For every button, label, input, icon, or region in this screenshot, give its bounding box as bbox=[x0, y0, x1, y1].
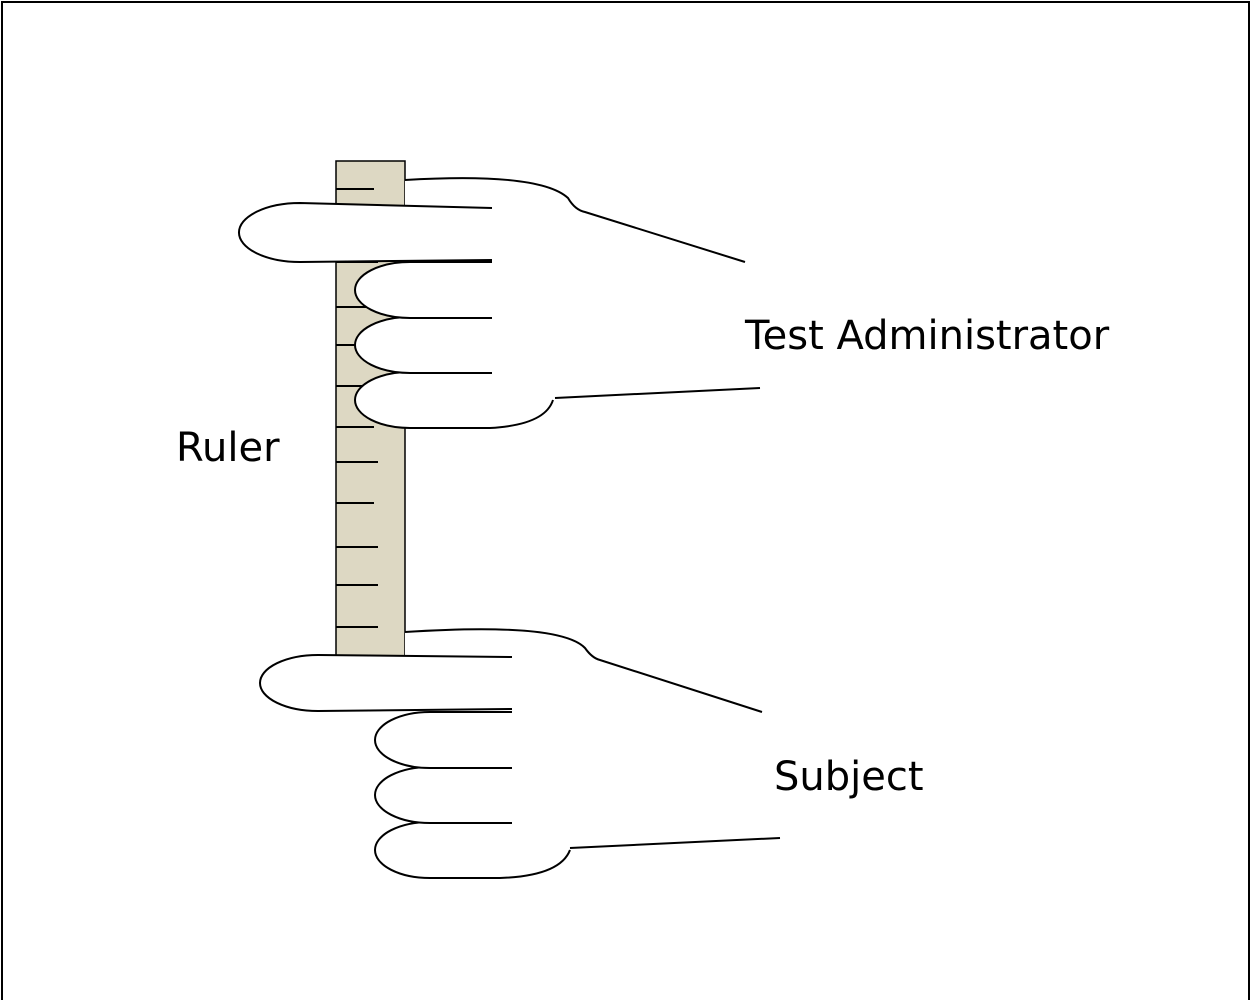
administrator-palm bbox=[405, 178, 760, 420]
subject-hand bbox=[259, 628, 781, 879]
administrator-wrist-bottom-edge bbox=[554, 387, 761, 399]
subject-label: Subject bbox=[774, 754, 924, 800]
administrator-hand bbox=[237, 177, 761, 429]
administrator-finger bbox=[354, 371, 554, 429]
subject-hand-top-edge bbox=[404, 628, 763, 713]
ruler-label: Ruler bbox=[176, 425, 280, 471]
administrator-finger bbox=[354, 316, 492, 374]
administrator-hand-top-edge bbox=[404, 177, 746, 263]
subject-finger bbox=[374, 821, 571, 879]
administrator-finger bbox=[354, 261, 492, 319]
subject-finger bbox=[374, 711, 512, 769]
subject-thumb bbox=[259, 653, 513, 713]
administrator-thumb bbox=[237, 201, 493, 264]
subject-finger bbox=[374, 766, 512, 824]
test-administrator-label: Test Administrator bbox=[745, 313, 1110, 359]
subject-wrist-bottom-edge bbox=[569, 837, 781, 849]
